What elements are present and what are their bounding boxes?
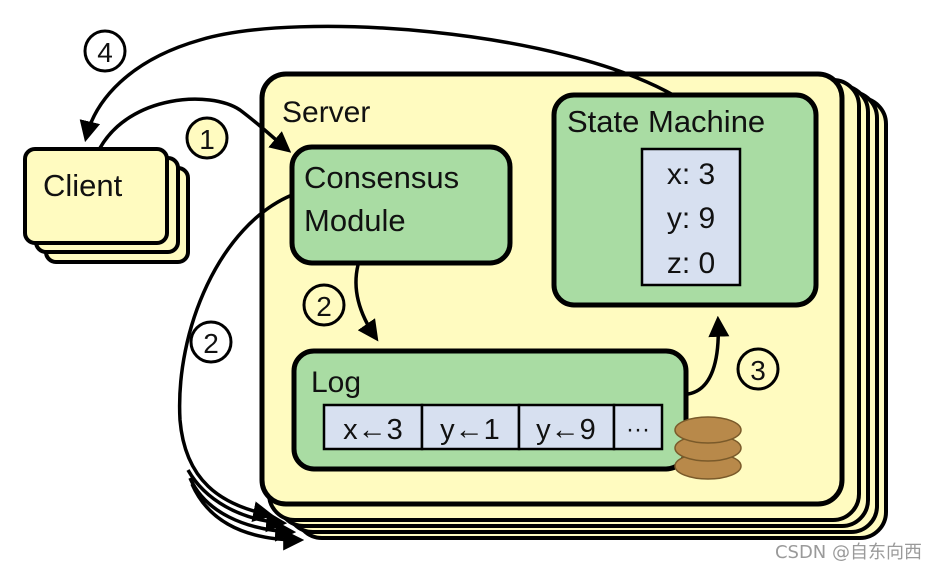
log-entry-2: y←1 bbox=[440, 414, 500, 446]
arrow-step3 bbox=[687, 315, 730, 396]
watermark: CSDN @自东向西 bbox=[774, 542, 922, 563]
arrow-step2-replicate-1 bbox=[177, 193, 293, 522]
step-badge-2-replicate: 2 bbox=[189, 320, 233, 364]
step-badge-4: 4 bbox=[83, 29, 127, 73]
arrows bbox=[79, 24, 730, 551]
svg-text:4: 4 bbox=[97, 37, 113, 68]
arrow-step4 bbox=[79, 24, 676, 143]
consensus-module-label-line2: Module bbox=[304, 203, 406, 238]
state-entry-x: x: 3 bbox=[667, 158, 715, 191]
client-stack bbox=[23, 147, 190, 264]
consensus-module-box bbox=[289, 144, 513, 266]
state-machine-label: State Machine bbox=[567, 104, 765, 139]
arrow-step2-replicate-4 bbox=[190, 483, 305, 551]
log-entry-cell bbox=[322, 403, 424, 451]
disk-storage-icon bbox=[674, 416, 742, 480]
log-entries: x←3 y←1 y←9 ··· bbox=[322, 403, 664, 451]
server-label: Server bbox=[282, 96, 370, 129]
state-entry-y: y: 9 bbox=[667, 202, 715, 235]
log-entry-cell bbox=[612, 403, 664, 451]
svg-text:1: 1 bbox=[199, 124, 215, 155]
state-table bbox=[640, 147, 742, 287]
arrow-step2-local bbox=[354, 264, 379, 342]
step-badge-2-local: 2 bbox=[302, 283, 346, 327]
log-entry-3: y←9 bbox=[536, 414, 596, 446]
log-label: Log bbox=[311, 366, 361, 399]
arrow-step2-replicate-2 bbox=[186, 469, 288, 533]
state-entry-z: z: 0 bbox=[667, 247, 715, 280]
log-entry-1: x←3 bbox=[343, 414, 403, 446]
log-entry-ellipsis: ··· bbox=[626, 416, 650, 443]
step-badge-1: 1 bbox=[185, 116, 229, 160]
log-entry-cell bbox=[517, 403, 616, 451]
step-badge-3: 3 bbox=[736, 347, 780, 391]
svg-text:2: 2 bbox=[203, 328, 219, 359]
svg-text:3: 3 bbox=[750, 355, 766, 386]
consensus-module-label-line1: Consensus bbox=[304, 160, 459, 195]
log-entry-cell bbox=[420, 403, 521, 451]
arrow-step1 bbox=[98, 97, 292, 153]
client-box bbox=[23, 147, 169, 245]
svg-text:2: 2 bbox=[316, 291, 332, 322]
client-label: Client bbox=[43, 168, 123, 203]
